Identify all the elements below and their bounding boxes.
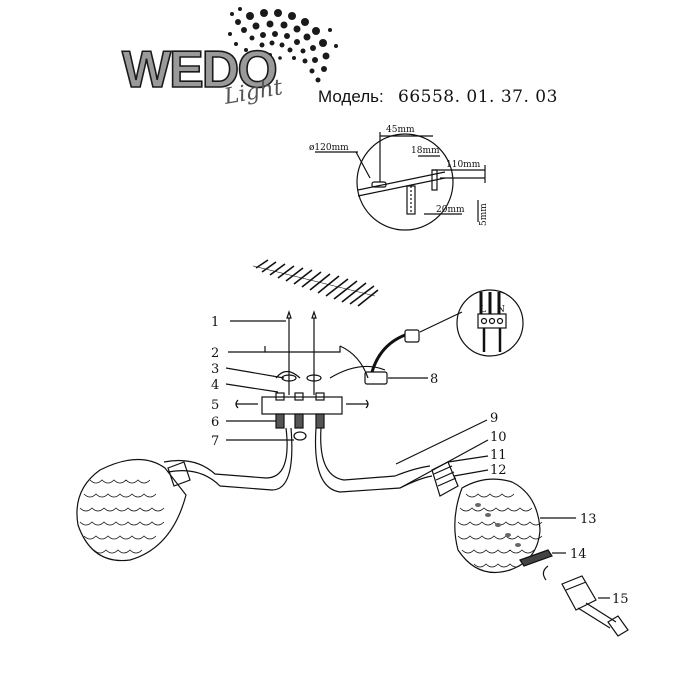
callout-15: 15: [612, 592, 629, 607]
dim-spacing: 18mm: [411, 146, 440, 156]
ceiling-hatch: [252, 259, 379, 307]
central-body: [225, 345, 369, 441]
mount-detail-circle: [356, 133, 454, 231]
mount-detail: ø120mm 45mm 18mm 110mm 20mm 5mm: [309, 125, 489, 231]
callout-8: 8: [430, 372, 438, 387]
callout-14: 14: [570, 547, 587, 562]
callout-10: 10: [490, 430, 507, 445]
model-label: Модель:: [318, 87, 384, 106]
callout-13: 13: [580, 512, 597, 527]
wiring-cable: L N: [329, 289, 524, 385]
dim-depth: 5mm: [479, 203, 489, 226]
right-shade: [454, 478, 576, 574]
callout-2: 2: [211, 346, 219, 361]
terminal-l-label: L: [480, 305, 486, 315]
callout-6: 6: [211, 415, 219, 430]
model-number: 66558. 01. 37. 03: [398, 87, 558, 107]
ring-and-bulb: [519, 549, 629, 637]
dim-diameter: ø120mm: [309, 143, 349, 153]
lamp-holders: [167, 455, 489, 497]
terminal-n-label: N: [497, 305, 505, 315]
callout-1: 1: [211, 315, 219, 330]
dim-width: 45mm: [386, 125, 415, 135]
dim-hole: 110mm: [446, 160, 481, 170]
callout-3: 3: [211, 362, 219, 377]
wiring-inset-circle: [456, 289, 524, 357]
callout-9: 9: [490, 411, 498, 426]
callout-12: 12: [490, 463, 507, 478]
left-shade: [76, 458, 187, 562]
callout-numbers: 1 2 3 4 5 6 7 8 9 10 11 12 13 14 15: [211, 315, 629, 607]
lamp-arms: [163, 419, 489, 493]
callout-4: 4: [211, 378, 219, 393]
callout-5: 5: [211, 398, 219, 413]
brand-logo: WEDO: [121, 41, 278, 99]
callout-7: 7: [211, 434, 219, 449]
mount-screws: [230, 310, 317, 345]
dim-screw: 20mm: [436, 205, 465, 215]
mount-bracket: [228, 345, 369, 379]
callout-11: 11: [490, 448, 507, 463]
